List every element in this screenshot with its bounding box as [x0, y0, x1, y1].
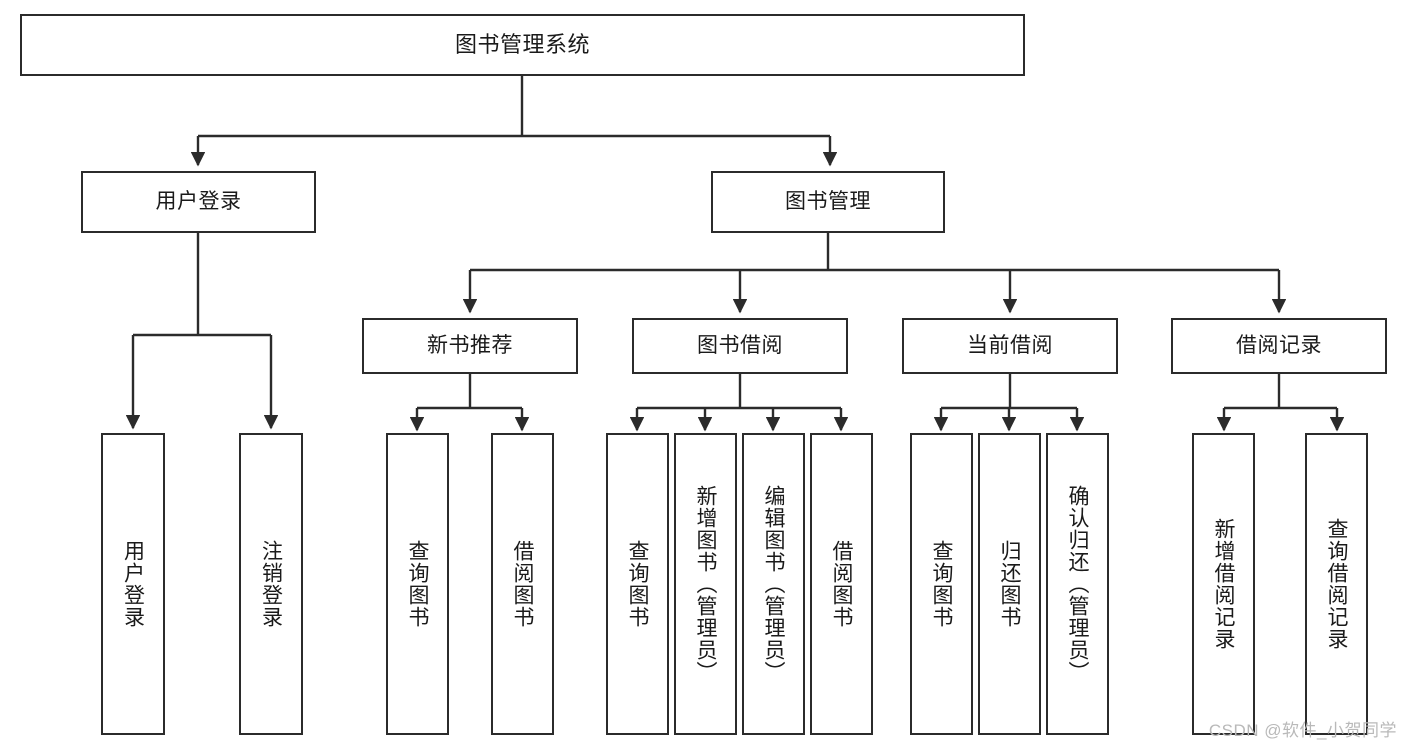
node-leaf-borrow-query-label: 查询图书	[626, 540, 649, 628]
node-borrow-record[interactable]: 借阅记录	[1171, 318, 1387, 374]
node-current-borrow[interactable]: 当前借阅	[902, 318, 1118, 374]
node-book-manage[interactable]: 图书管理	[711, 171, 945, 233]
node-leaf-rec-query-label: 查询图书	[406, 540, 429, 628]
node-leaf-rec-query[interactable]: 查询图书	[386, 433, 449, 735]
node-new-book-rec-label: 新书推荐	[427, 333, 513, 357]
node-leaf-rec-borrow-label: 借阅图书	[511, 540, 534, 628]
node-leaf-user-logout[interactable]: 注销登录	[239, 433, 303, 735]
node-leaf-borrow-add[interactable]: 新增图书（管理员）	[674, 433, 737, 735]
node-user-login-label: 用户登录	[155, 189, 242, 213]
node-user-login[interactable]: 用户登录	[81, 171, 316, 233]
node-leaf-cur-query-label: 查询图书	[930, 540, 953, 628]
node-leaf-user-login[interactable]: 用户登录	[101, 433, 165, 735]
node-leaf-cur-return[interactable]: 归还图书	[978, 433, 1041, 735]
node-book-borrow-label: 图书借阅	[697, 333, 783, 357]
node-root[interactable]: 图书管理系统	[20, 14, 1025, 76]
node-leaf-cur-query[interactable]: 查询图书	[910, 433, 973, 735]
node-current-borrow-label: 当前借阅	[967, 333, 1053, 357]
node-leaf-borrow-lend[interactable]: 借阅图书	[810, 433, 873, 735]
watermark: CSDN @软件_小贺同学	[1208, 721, 1397, 740]
node-leaf-cur-return-label: 归还图书	[998, 540, 1021, 628]
node-leaf-rec-search[interactable]: 查询借阅记录	[1305, 433, 1368, 735]
node-leaf-borrow-query[interactable]: 查询图书	[606, 433, 669, 735]
node-book-manage-label: 图书管理	[785, 189, 871, 213]
node-leaf-rec-add-label: 新增借阅记录	[1212, 518, 1235, 650]
node-leaf-cur-confirm-label: 确认归还（管理员）	[1066, 485, 1089, 683]
node-leaf-rec-add[interactable]: 新增借阅记录	[1192, 433, 1255, 735]
node-borrow-record-label: 借阅记录	[1236, 333, 1322, 357]
node-leaf-rec-borrow[interactable]: 借阅图书	[491, 433, 554, 735]
node-root-label: 图书管理系统	[454, 32, 590, 58]
node-leaf-borrow-edit[interactable]: 编辑图书（管理员）	[742, 433, 805, 735]
node-leaf-rec-search-label: 查询借阅记录	[1325, 518, 1348, 650]
node-leaf-borrow-edit-label: 编辑图书（管理员）	[762, 485, 785, 683]
node-book-borrow[interactable]: 图书借阅	[632, 318, 848, 374]
node-leaf-user-logout-label: 注销登录	[259, 540, 283, 628]
node-new-book-rec[interactable]: 新书推荐	[362, 318, 578, 374]
node-leaf-borrow-add-label: 新增图书（管理员）	[694, 485, 717, 683]
node-leaf-cur-confirm[interactable]: 确认归还（管理员）	[1046, 433, 1109, 735]
node-leaf-user-login-label: 用户登录	[121, 540, 145, 628]
node-leaf-borrow-lend-label: 借阅图书	[830, 540, 853, 628]
